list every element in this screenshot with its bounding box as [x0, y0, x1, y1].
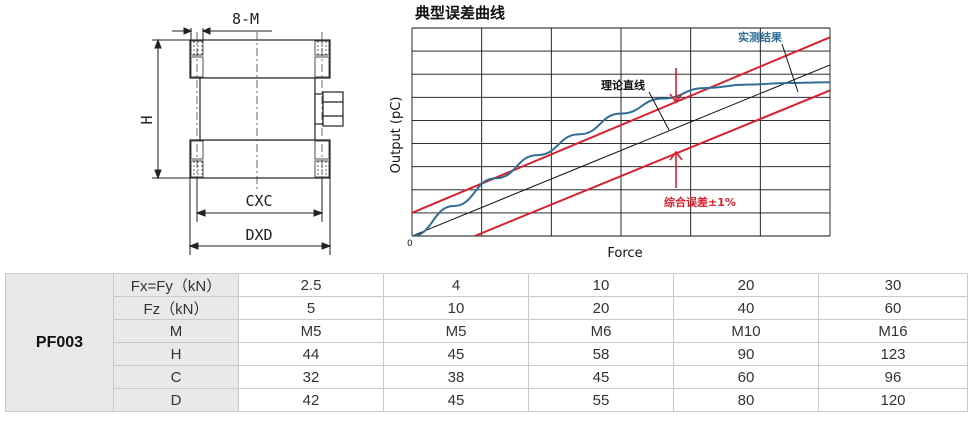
c-dimension-label: CXC: [245, 192, 272, 210]
spec-value-cell: 45: [528, 365, 674, 389]
actual-result-label: 实测结果: [738, 30, 782, 44]
y-axis-label: Output (pC): [389, 97, 404, 174]
error-arrow-upper: [669, 68, 683, 104]
thread-dimension-label: 8-M: [232, 10, 259, 28]
spec-value-cell: 60: [818, 296, 968, 320]
spec-value-cell: 32: [238, 365, 384, 389]
spec-value-cell: 4: [383, 273, 529, 297]
spec-value-cell: M6: [528, 319, 674, 343]
spec-value-cell: 20: [528, 296, 674, 320]
spec-value-cell: 45: [383, 388, 529, 412]
error-band-lower-line: [474, 89, 830, 236]
spec-value-cell: 10: [528, 273, 674, 297]
spec-value-cell: 38: [383, 365, 529, 389]
param-name-cell: C: [113, 365, 239, 389]
param-name-cell: Fx=Fy（kN）: [113, 273, 239, 297]
param-name-cell: D: [113, 388, 239, 412]
spec-value-cell: 20: [673, 273, 819, 297]
actual-leader-line: [781, 43, 799, 93]
spec-value-cell: 5: [238, 296, 384, 320]
x-axis-label: Force: [607, 246, 642, 261]
error-curve-chart: 典型误差曲线 实测结果 理论直线 综合误差±1% Output (pC) For…: [389, 4, 831, 261]
spec-value-cell: 10: [383, 296, 529, 320]
spec-value-cell: 120: [818, 388, 968, 412]
spec-value-cell: 96: [818, 365, 968, 389]
spec-value-cell: 58: [528, 342, 674, 366]
spec-value-cell: 55: [528, 388, 674, 412]
spec-value-cell: 42: [238, 388, 384, 412]
spec-value-cell: 44: [238, 342, 384, 366]
ideal-leader-line: [648, 91, 670, 131]
chart-title: 典型误差曲线: [415, 4, 505, 22]
param-name-cell: H: [113, 342, 239, 366]
spec-value-cell: M10: [673, 319, 819, 343]
spec-value-cell: 60: [673, 365, 819, 389]
spec-value-cell: 80: [673, 388, 819, 412]
height-dimension-label: H: [138, 115, 156, 124]
param-name-cell: M: [113, 319, 239, 343]
actual-curve: [412, 81, 830, 236]
model-name-cell: PF003: [5, 273, 114, 412]
d-dimension-label: DXD: [245, 226, 272, 244]
spec-value-cell: 123: [818, 342, 968, 366]
spec-value-cell: 90: [673, 342, 819, 366]
spec-value-cell: 30: [818, 273, 968, 297]
spec-value-cell: 2.5: [238, 273, 384, 297]
error-band-label: 综合误差±1%: [664, 195, 736, 209]
ideal-line-label: 理论直线: [601, 78, 645, 92]
spec-value-cell: M16: [818, 319, 968, 343]
param-name-cell: Fz（kN）: [113, 296, 239, 320]
sensor-drawing: 8-M H CXC DXD: [138, 10, 344, 255]
spec-value-cell: 45: [383, 342, 529, 366]
spec-value-cell: M5: [238, 319, 384, 343]
error-arrow-lower: [669, 150, 683, 188]
spec-value-cell: 40: [673, 296, 819, 320]
ideal-line: [412, 64, 830, 236]
chart-grid: [411, 27, 831, 237]
spec-value-cell: M5: [383, 319, 529, 343]
origin-label: 0: [407, 239, 413, 249]
